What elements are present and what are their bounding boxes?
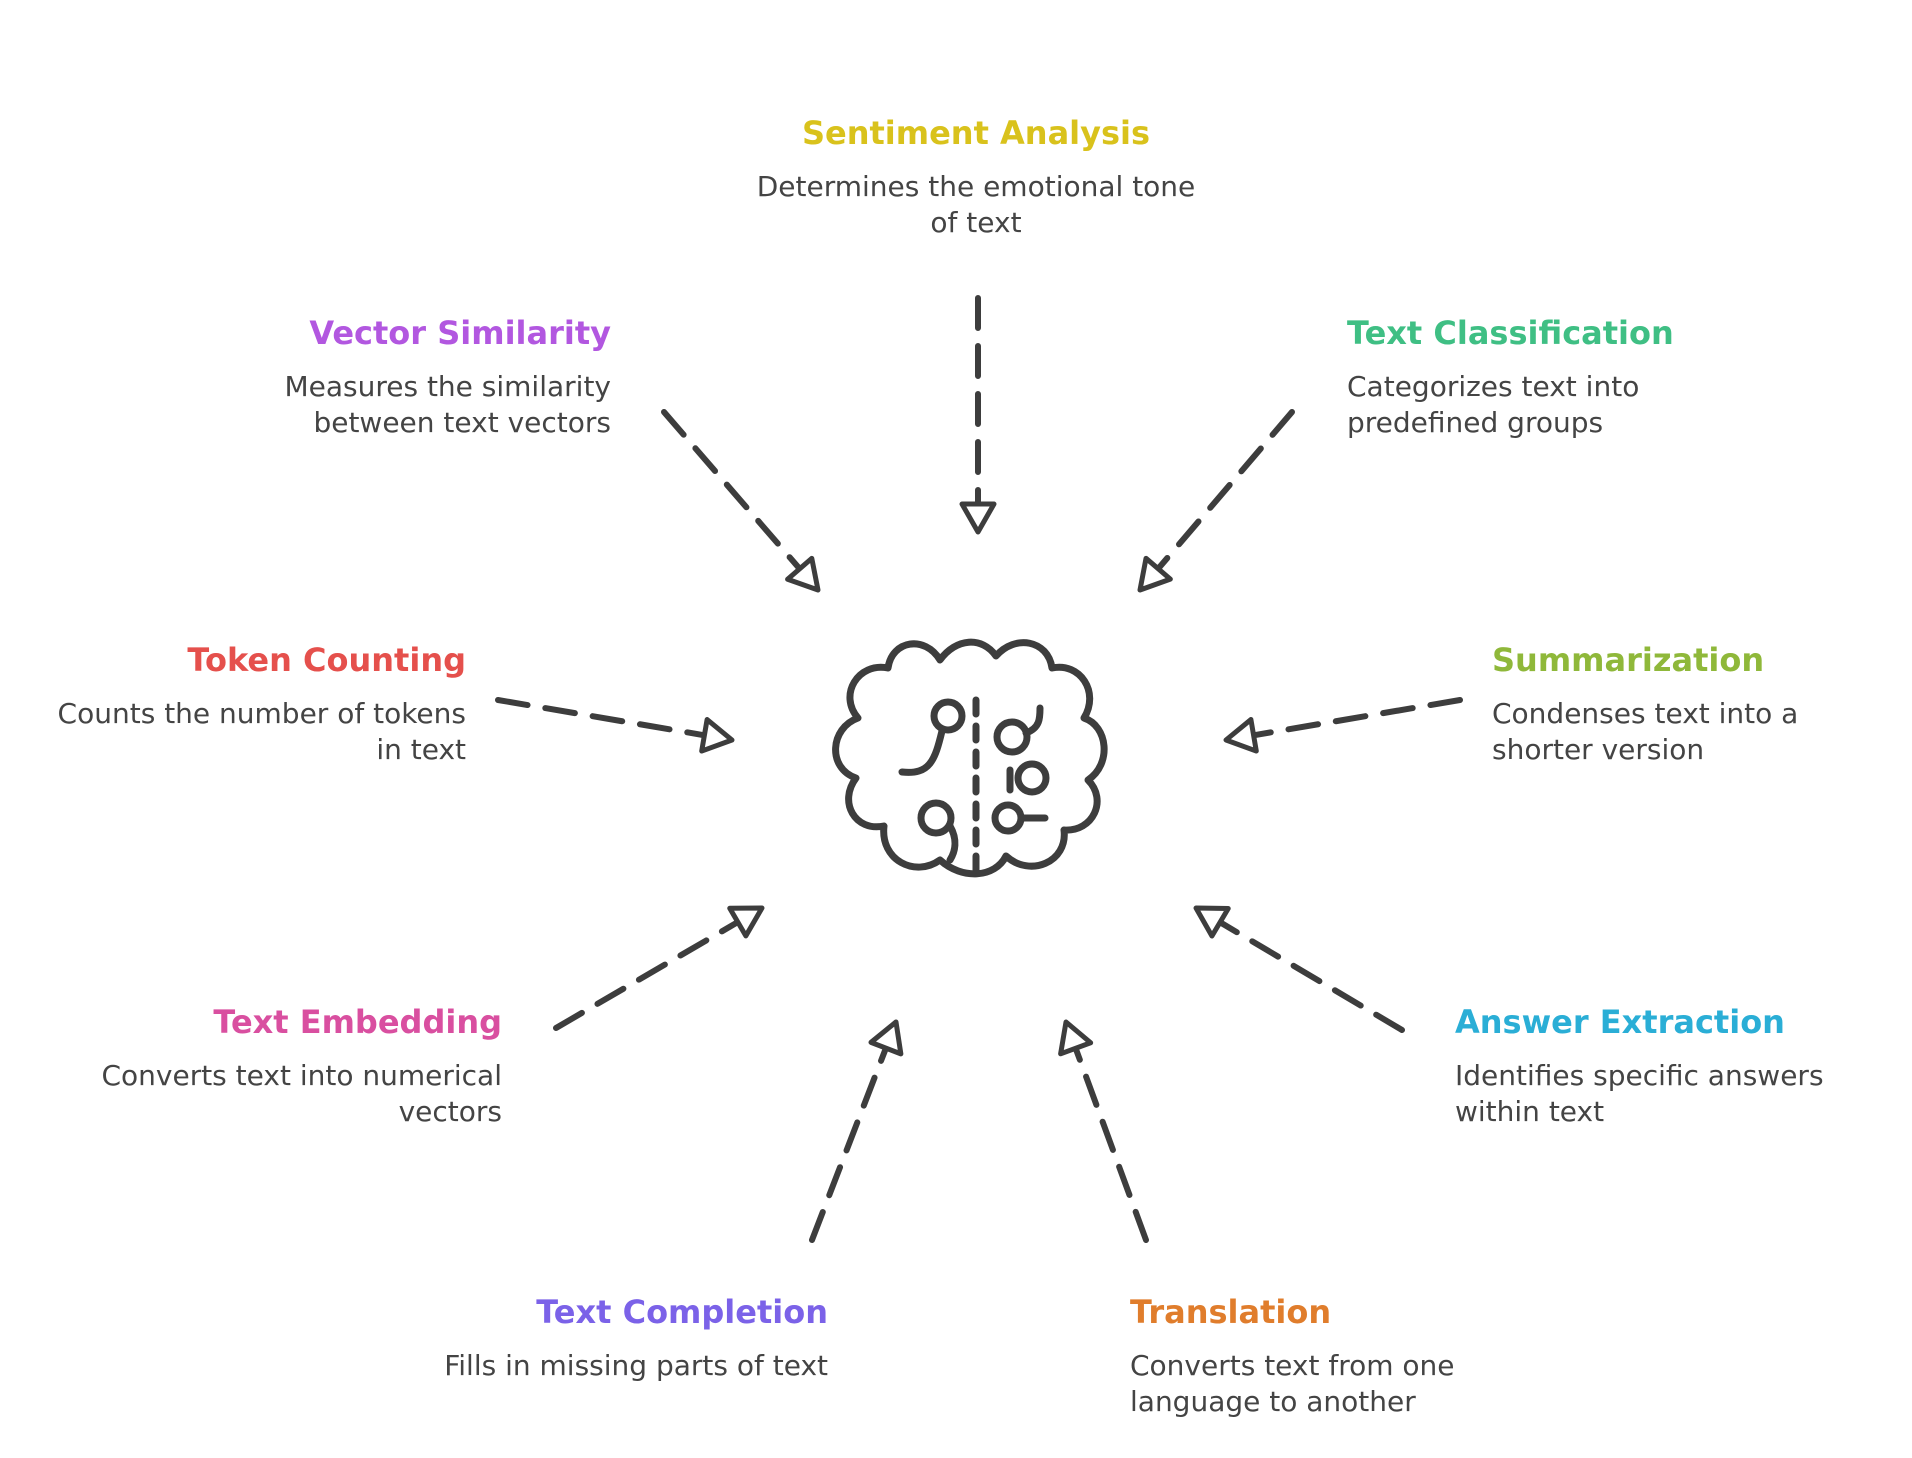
node-title: Text Completion xyxy=(536,1293,828,1331)
node-translation: Translation Converts text from one langu… xyxy=(1130,1292,1520,1420)
node-token-counting: Token Counting Counts the number of toke… xyxy=(30,640,466,768)
node-text-completion: Text Completion Fills in missing parts o… xyxy=(428,1292,828,1384)
arrow-sentiment-analysis xyxy=(959,295,997,535)
arrow-text-embedding xyxy=(553,905,765,1031)
node-summarization: Summarization Condenses text into a shor… xyxy=(1492,640,1902,768)
arrow-head xyxy=(959,501,997,535)
arrow-head xyxy=(1223,717,1259,754)
brain-icon xyxy=(832,638,1108,878)
node-description: Determines the emotional tone of text xyxy=(756,170,1196,239)
node-description: Converts text into numerical vectors xyxy=(101,1059,502,1128)
arrow-shaft xyxy=(553,919,741,1031)
arrow-vector-similarity xyxy=(661,409,821,593)
arrow-head xyxy=(868,1019,904,1057)
node-description: Fills in missing parts of text xyxy=(444,1349,828,1382)
arrow-text-classification xyxy=(1137,409,1295,593)
arrow-summarization xyxy=(1223,697,1463,754)
node-title: Text Classification xyxy=(1347,314,1674,352)
node-title: Sentiment Analysis xyxy=(801,114,1151,152)
node-description: Condenses text into a shorter version xyxy=(1492,697,1799,766)
arrow-answer-extraction xyxy=(1193,905,1405,1033)
node-description: Converts text from one language to anoth… xyxy=(1130,1349,1455,1418)
node-answer-extraction: Answer Extraction Identifies specific an… xyxy=(1455,1002,1875,1130)
arrow-shaft xyxy=(809,1045,889,1243)
arrow-head xyxy=(727,905,765,939)
arrow-head xyxy=(1193,905,1231,939)
node-description: Counts the number of tokens in text xyxy=(57,697,466,766)
node-title: Text Embedding xyxy=(213,1003,502,1041)
arrow-shaft xyxy=(495,697,708,739)
node-title: Translation xyxy=(1130,1293,1332,1331)
node-title: Vector Similarity xyxy=(309,314,611,352)
arrow-shaft xyxy=(1155,409,1295,572)
arrow-translation xyxy=(1058,1019,1149,1243)
arrow-head xyxy=(785,555,821,593)
node-sentiment-analysis: Sentiment Analysis Determines the emotio… xyxy=(706,113,1246,241)
arrow-shaft xyxy=(1217,919,1405,1033)
node-description: Measures the similarity between text vec… xyxy=(284,370,611,439)
node-text-classification: Text Classification Categorizes text int… xyxy=(1347,313,1727,441)
node-description: Identifies specific answers within text xyxy=(1455,1059,1824,1128)
node-text-embedding: Text Embedding Converts text into numeri… xyxy=(100,1002,502,1130)
node-vector-similarity: Vector Similarity Measures the similarit… xyxy=(250,313,611,441)
node-title: Token Counting xyxy=(187,641,466,679)
arrows xyxy=(495,295,1463,1243)
arrow-head xyxy=(1137,555,1173,593)
arrow-shaft xyxy=(1072,1045,1149,1243)
arrow-shaft xyxy=(661,409,803,572)
arrow-text-completion xyxy=(809,1019,904,1243)
arrow-token-counting xyxy=(495,697,735,754)
node-description: Categorizes text into predefined groups xyxy=(1347,370,1640,439)
node-title: Answer Extraction xyxy=(1455,1003,1785,1041)
arrow-head xyxy=(1058,1019,1094,1057)
arrow-shaft xyxy=(1250,697,1463,739)
node-title: Summarization xyxy=(1492,641,1765,679)
arrow-head xyxy=(699,717,735,754)
